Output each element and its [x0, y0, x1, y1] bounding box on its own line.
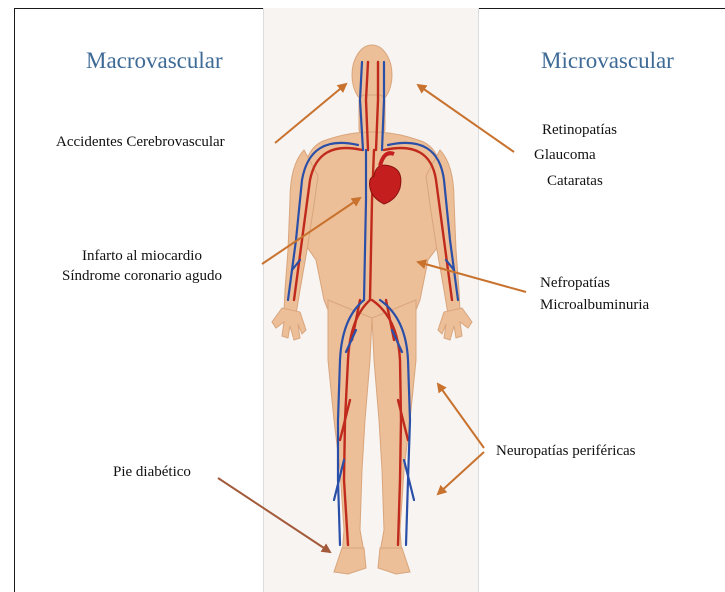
- label-microalbuminuria: Microalbuminuria: [540, 295, 649, 315]
- arrow-diabetic-foot: [218, 478, 330, 552]
- label-glaucoma: Glaucoma: [534, 145, 596, 165]
- arrow-neuro-down: [438, 452, 484, 494]
- arrow-neuro-up: [438, 384, 484, 448]
- label-acute-coronary: Síndrome coronario agudo: [62, 266, 222, 286]
- label-diabetic-foot: Pie diabético: [113, 462, 191, 482]
- arrow-stroke: [275, 84, 346, 143]
- arrow-retino: [418, 85, 514, 152]
- label-stroke: Accidentes Cerebrovascular: [56, 132, 225, 152]
- label-infarct: Infarto al miocardio: [82, 246, 202, 266]
- heading-macrovascular: Macrovascular: [86, 48, 223, 74]
- heading-microvascular: Microvascular: [541, 48, 674, 74]
- label-cataracts: Cataratas: [547, 171, 603, 191]
- label-neuropathy: Neuropatías periféricas: [496, 441, 636, 461]
- label-nephropathy: Nefropatías: [540, 273, 610, 293]
- arrow-nephro: [418, 262, 526, 292]
- human-body-silhouette: [272, 45, 472, 574]
- label-retinopathy: Retinopatías: [542, 120, 617, 140]
